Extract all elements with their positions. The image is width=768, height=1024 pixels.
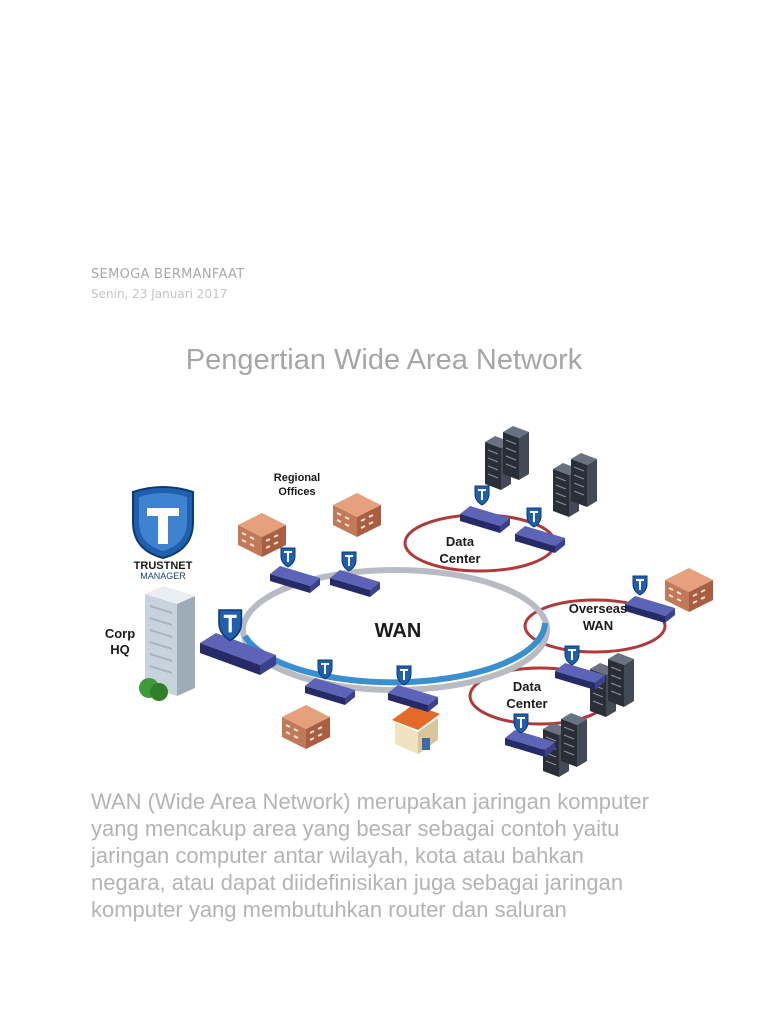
post-body: WAN (Wide Area Network) merupakan jaring… [91,788,691,923]
overseas-wan-label-1: Overseas [569,601,628,616]
regional-office-building-3 [281,704,331,750]
logo-brand: TRUSTNET [134,560,193,572]
post-title: Pengertian Wide Area Network [185,344,583,376]
body-line: yang mencakup area yang besar sebagai co… [91,816,620,841]
hq-router [200,633,276,675]
body-line: negara, atau dapat diidefinisikan juga s… [91,870,624,895]
post-date: Senin, 23 Januari 2017 [91,287,228,301]
overseas-wan-ring [523,598,667,654]
data-center-bottom-label-1: Data [513,679,542,694]
logo-sub: MANAGER [140,571,186,581]
shield-icon-overseas [632,575,648,596]
body-line: jaringan computer antar wilayah, kota at… [91,843,584,868]
blog-name[interactable]: SEMOGA BERMANFAAT [91,267,245,282]
home-building [392,704,440,754]
shield-icon-dc1 [474,485,490,506]
data-center-top-label-2: Center [439,551,480,566]
shield-icon-r2 [341,551,357,572]
body-line: WAN (Wide Area Network) merupakan jaring… [91,789,649,814]
regional-office-building-1 [237,512,287,558]
wan-diagram: TRUSTNET MANAGER Corp HQ Regional Office… [105,418,714,788]
overseas-wan-label-2: WAN [583,618,613,633]
overseas-building [664,567,714,613]
regional-offices-label-2: Offices [278,486,315,498]
shield-icon-dcb2 [513,713,529,734]
data-center-top-label-1: Data [446,534,475,549]
server-stack-dc-top-1 [485,426,529,490]
corp-hq-building [139,586,195,701]
shield-icon-dcb1 [564,645,580,666]
corp-hq-label-1: Corp [105,626,135,641]
wan-label: WAN [375,620,422,642]
corp-hq-label-2: HQ [110,642,130,657]
trustnet-logo [132,486,194,560]
shield-icon-r1 [280,547,296,568]
server-stack-dc-top-2 [553,453,597,517]
regional-offices-label-1: Regional [274,472,320,484]
regional-office-building-2 [332,492,382,538]
body-line: komputer yang membutuhkan router dan sal… [91,897,567,922]
data-center-bottom-label-2: Center [506,696,547,711]
